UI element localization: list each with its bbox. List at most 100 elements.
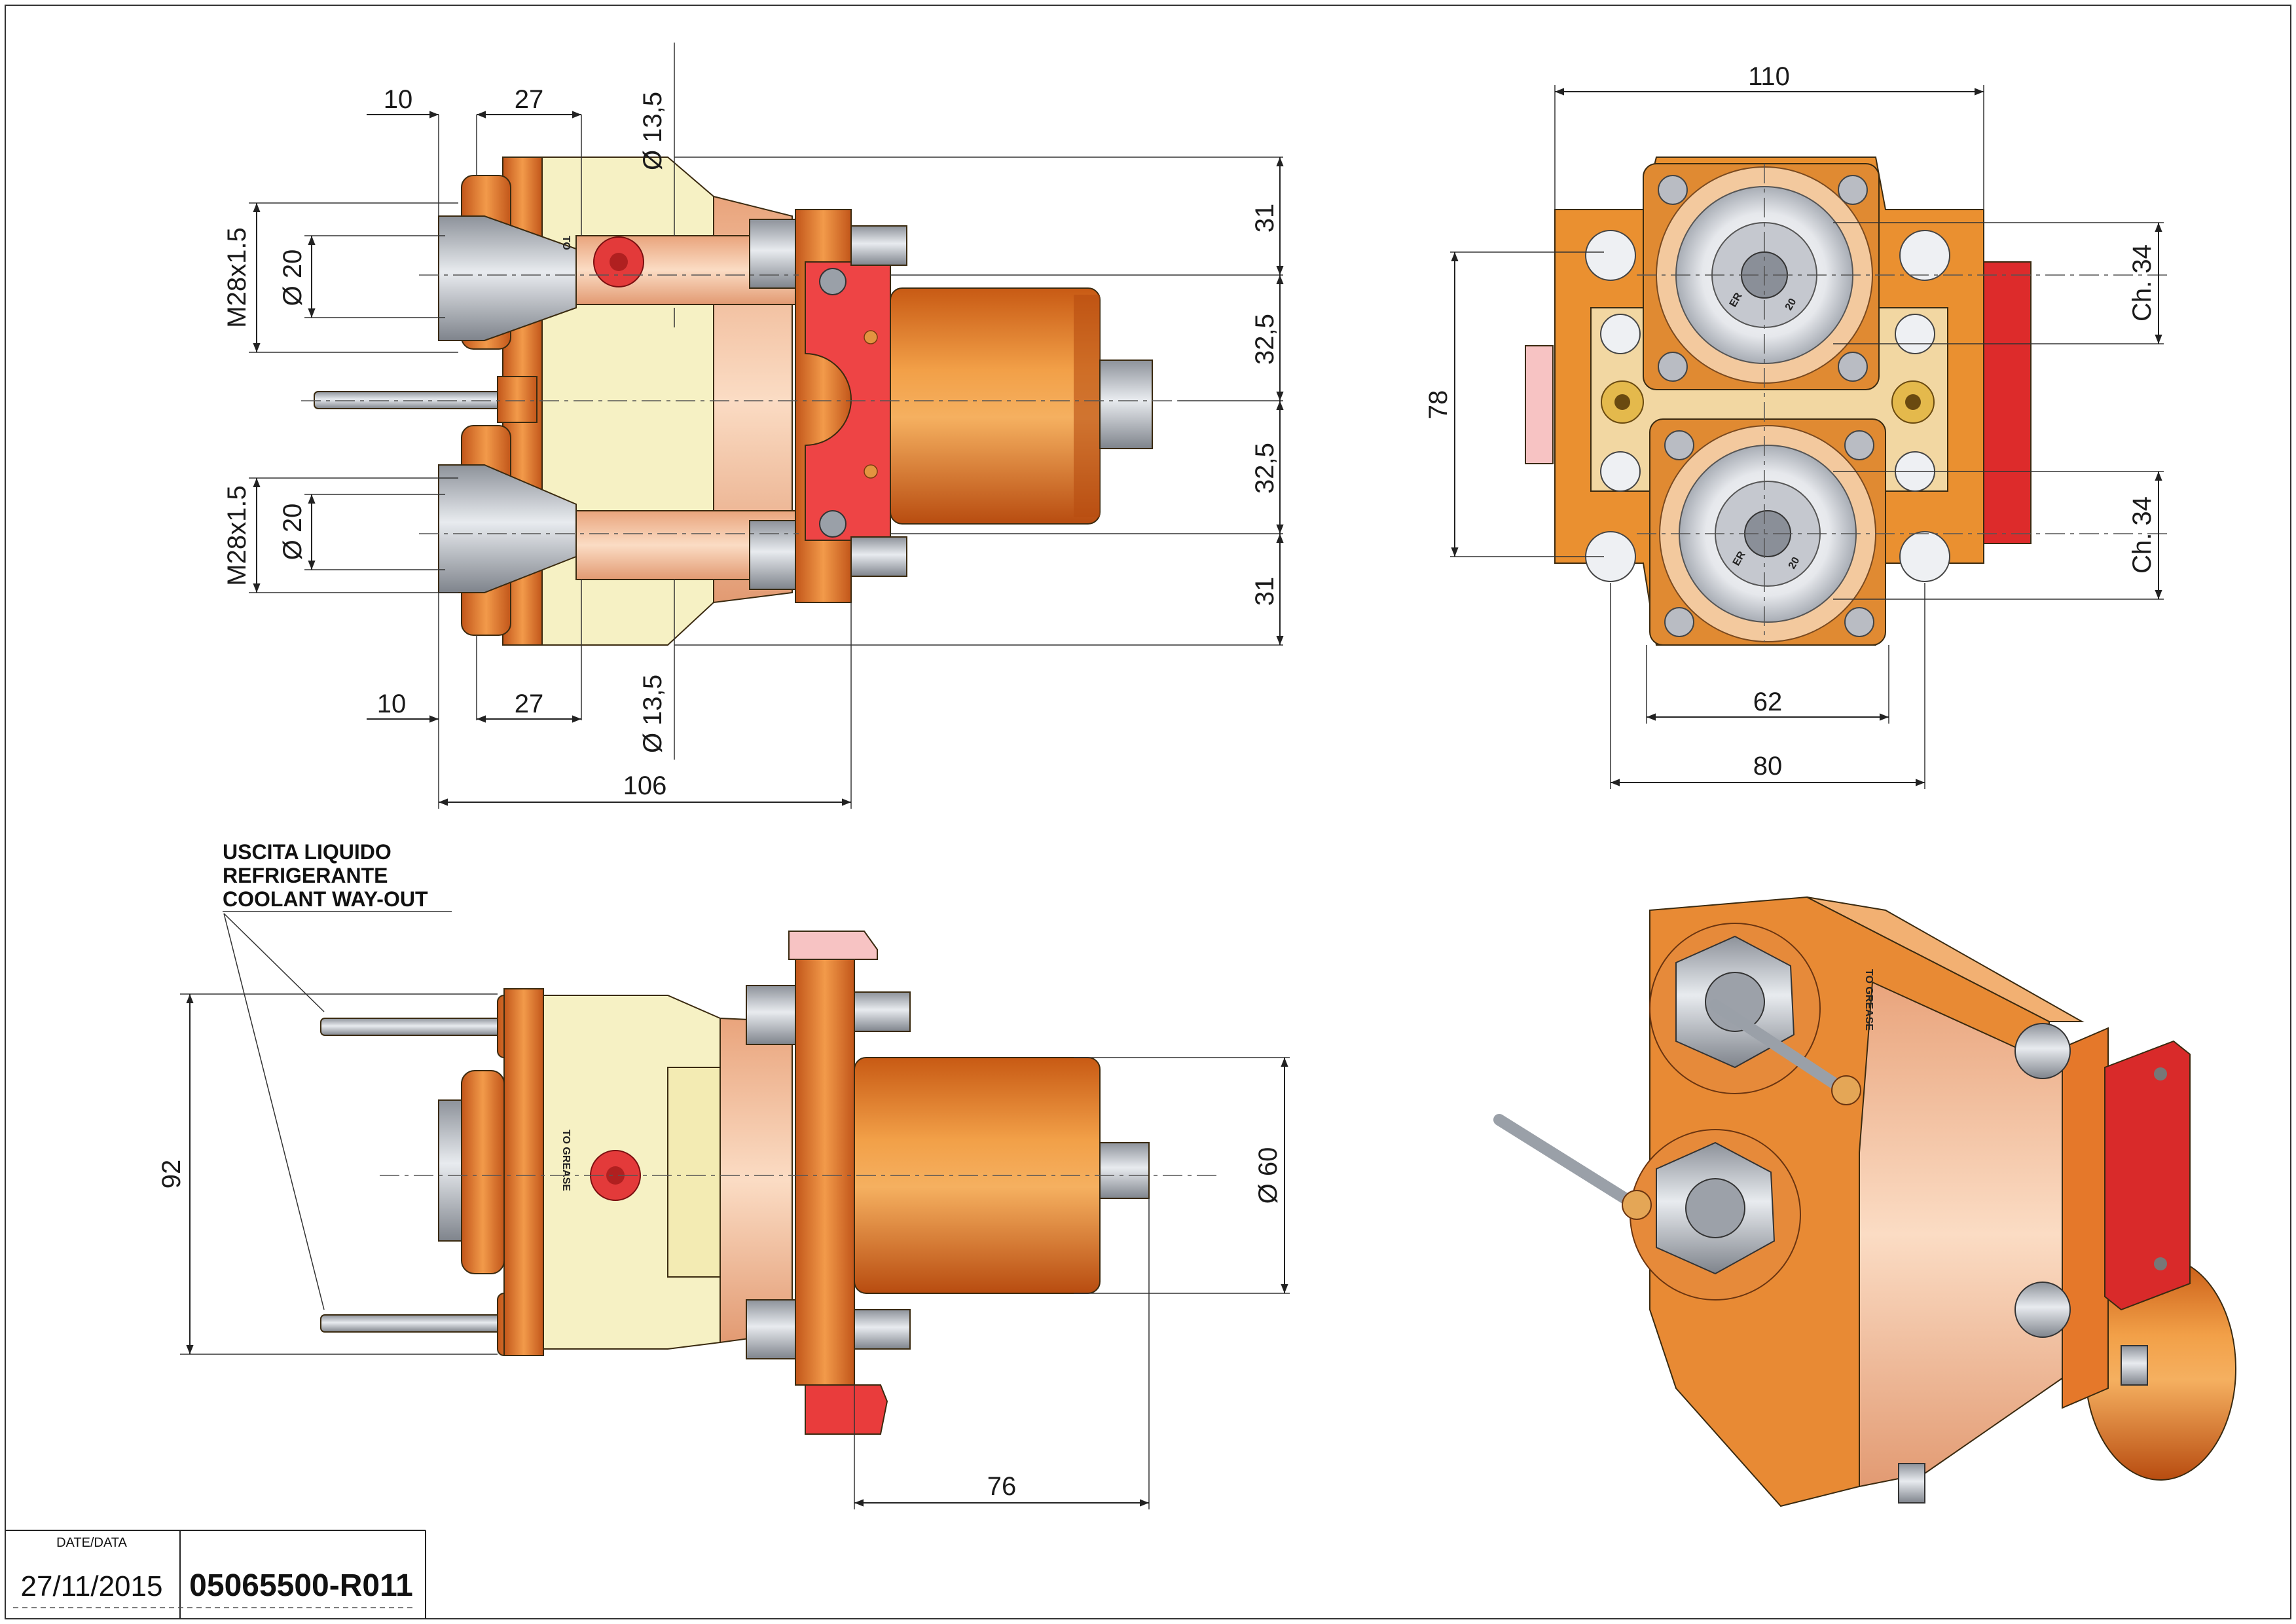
iso-socket-screw-top [2014, 1023, 2071, 1079]
spindle-screw [1838, 175, 1868, 205]
side-drive-shaft [1099, 1142, 1150, 1199]
side-collet-nut [461, 1070, 505, 1274]
isometric-view: TO GREASE [1493, 896, 2236, 1507]
iso-coolant-pipe-lower [1493, 1114, 1636, 1208]
diameter-lower: Ø 20 [278, 504, 307, 561]
upper-threaded-stud [850, 225, 907, 266]
spindle-screw [1844, 430, 1874, 460]
spindle-screw [1658, 175, 1688, 205]
flange-screw [1895, 314, 1935, 354]
dim-bottom-27: 27 [515, 690, 544, 718]
dim-side-76: 76 [987, 1472, 1017, 1501]
lower-threaded-stud [850, 536, 907, 577]
side-engraving: TO GREASE [560, 1130, 572, 1191]
iso-red-clamp [2104, 1040, 2191, 1311]
side-grease-nipple-hex [606, 1166, 625, 1185]
spindle-screw [1664, 430, 1694, 460]
side-view: USCITA LIQUIDO REFRIGERANTE COOLANT WAY-… [157, 840, 1290, 1509]
dim-end-80: 80 [1753, 752, 1783, 781]
coolant-pipe-lower [320, 1314, 505, 1333]
iso-socket-screw-bottom [2014, 1282, 2071, 1338]
title-block: DATE/DATA 27/11/2015 05065500-R011 [5, 1530, 426, 1619]
date-label: DATE/DATA [56, 1536, 127, 1550]
dim-right-32-5-bottom: 32,5 [1250, 443, 1279, 494]
side-stud-lower [854, 1309, 911, 1350]
coolant-note-line1: USCITA LIQUIDO [223, 840, 392, 864]
side-rear-flange [503, 988, 544, 1356]
clamp-screw-top [819, 268, 847, 295]
side-sleeve-lower [746, 1299, 796, 1359]
spindle-screw [1844, 607, 1874, 637]
iso-stud [2121, 1345, 2148, 1386]
clamp-pin-bottom [864, 464, 878, 479]
center-coolant-pipe [314, 391, 511, 409]
dim-side-diameter-60: Ø 60 [1254, 1147, 1283, 1204]
upper-collet-size: 20 [1783, 297, 1799, 312]
drive-cylinder [890, 287, 1101, 525]
iso-top-face [1806, 896, 2085, 1022]
iso-stud [1898, 1463, 1925, 1504]
iso-flange [2062, 1027, 2109, 1409]
dim-right-31-top: 31 [1250, 204, 1279, 233]
front-engraving: TO [560, 236, 572, 250]
coolant-note-line2: REFRIGERANTE [223, 864, 388, 887]
iso-lower-collet-bore [1685, 1178, 1745, 1238]
sheet-border [5, 5, 2291, 1619]
thread-lower: M28x1.5 [223, 485, 251, 585]
side-bottom-tab [805, 1384, 888, 1435]
lower-collet-size: 20 [1787, 555, 1802, 571]
dim-end-62: 62 [1753, 688, 1783, 716]
flange-screw [1600, 451, 1641, 492]
dim-hex-lower: Ch. 34 [2128, 496, 2157, 574]
brass-fitting-left-hole [1614, 394, 1630, 410]
spindle-screw [1838, 352, 1868, 382]
dim-end-height: 78 [1424, 390, 1453, 420]
drive-shaft [1099, 360, 1153, 449]
iso-clamp-screw [2154, 1257, 2167, 1270]
brass-fitting-right-hole [1905, 394, 1921, 410]
iso-clamp-screw [2154, 1067, 2167, 1080]
flange-socket-screw [1585, 230, 1636, 281]
end-red-block [1983, 261, 2032, 544]
center-pipe-fitting [497, 376, 538, 423]
coolant-note-line3: COOLANT WAY-OUT [223, 887, 428, 911]
flange-socket-screw [1899, 531, 1950, 582]
side-cone-section [720, 1017, 793, 1344]
iso-pipe-fitting [1831, 1075, 1861, 1105]
leader-line-lower [223, 913, 325, 1310]
thread-upper: M28x1.5 [223, 227, 251, 327]
front-view: TO 10 27 Ø 13,5 10 27 Ø 13,5 106 [223, 43, 1284, 809]
dim-bottom-diameter: Ø 13,5 [638, 674, 667, 753]
clamp-pin-top [864, 330, 878, 344]
side-housing-face [667, 1067, 721, 1278]
dim-overall-length: 106 [623, 771, 667, 800]
diameter-upper: Ø 20 [278, 249, 307, 306]
iso-upper-collet-bore [1705, 972, 1765, 1032]
grease-nipple-hex [610, 253, 628, 271]
dim-top-27: 27 [515, 85, 544, 114]
dim-top-diameter: Ø 13,5 [638, 92, 667, 170]
leader-line-upper [223, 913, 325, 1012]
drawing-code: 05065500-R011 [189, 1568, 413, 1603]
side-top-tab [788, 931, 878, 960]
dim-bottom-10: 10 [377, 690, 407, 718]
dim-top-10: 10 [384, 85, 413, 114]
iso-pipe-fitting [1622, 1190, 1652, 1220]
dim-right-31-bottom: 31 [1250, 577, 1279, 606]
flange-screw [1600, 314, 1641, 354]
upper-steel-sleeve [749, 219, 796, 289]
dim-end-width: 110 [1748, 62, 1790, 91]
spindle-screw [1658, 352, 1688, 382]
iso-coolant-pipe-upper [1709, 999, 1846, 1093]
spindle-screw [1664, 607, 1694, 637]
coolant-pipe-upper [320, 1018, 505, 1036]
flange-socket-screw [1899, 230, 1950, 281]
side-mounting-flange [795, 959, 855, 1386]
drive-cylinder-edge [1074, 295, 1100, 517]
dim-right-32-5-top: 32,5 [1250, 314, 1279, 365]
date-value: 27/11/2015 [21, 1570, 163, 1602]
upper-collet [438, 215, 577, 341]
iso-engraving: TO GREASE [1863, 969, 1874, 1031]
side-stud-upper [854, 991, 911, 1032]
